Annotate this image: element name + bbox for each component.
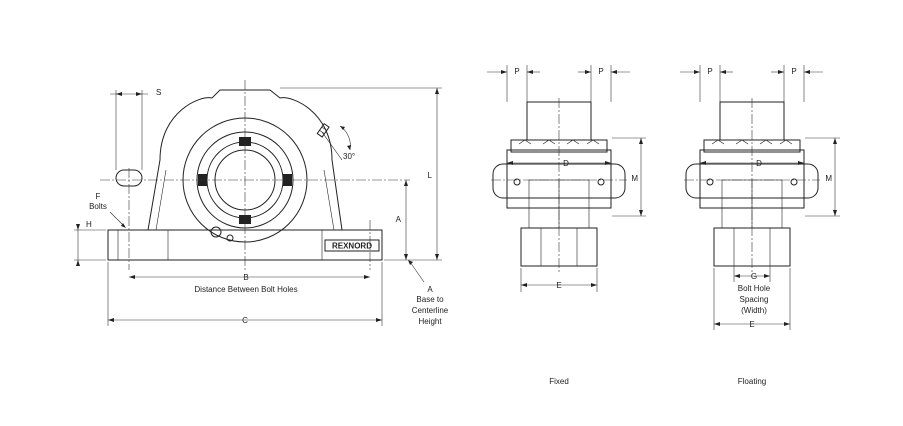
callout-line1: Base to bbox=[416, 295, 444, 304]
floating-dim-e: E bbox=[749, 320, 754, 329]
spacing-line1: Bolt Hole bbox=[738, 284, 771, 293]
dim-b-label: B bbox=[243, 273, 248, 282]
fixed-dim-d: D bbox=[563, 159, 569, 168]
left-foot-pad bbox=[117, 229, 169, 261]
front-view: REXNORD S F Bolts H 30° L bbox=[74, 80, 449, 326]
floating-dim-d: D bbox=[756, 159, 762, 168]
fixed-dim-p-right: P bbox=[598, 67, 603, 76]
dim-l-label: L bbox=[428, 171, 433, 180]
bolts-label: Bolts bbox=[89, 202, 107, 211]
dim-f-label: F bbox=[96, 192, 101, 201]
nameplate-text: REXNORD bbox=[332, 242, 372, 251]
fixed-dim-p-left: P bbox=[514, 67, 519, 76]
dim-c-label: C bbox=[242, 316, 248, 325]
floating-caption: Floating bbox=[738, 377, 766, 386]
spacing-line3: (Width) bbox=[741, 306, 767, 315]
nameplate bbox=[324, 239, 380, 252]
floating-dim-p-right: P bbox=[791, 67, 796, 76]
dim-a-label: A bbox=[396, 215, 402, 224]
fixed-view: P P D M E Fixed bbox=[487, 65, 646, 386]
floating-dim-m: M bbox=[825, 174, 832, 183]
fixed-dim-m: M bbox=[631, 174, 638, 183]
angle-label: 30° bbox=[343, 152, 355, 161]
right-foot-pad bbox=[321, 229, 383, 261]
callout-a-label: A bbox=[427, 285, 433, 294]
spacing-line2: Spacing bbox=[740, 295, 769, 304]
floating-dim-p-left: P bbox=[707, 67, 712, 76]
floating-dim-g: G bbox=[751, 272, 757, 281]
dim-h-label: H bbox=[86, 220, 92, 229]
callout-line3: Height bbox=[418, 317, 442, 326]
bolt-holes-label: Distance Between Bolt Holes bbox=[194, 285, 297, 294]
callout-line2: Centerline bbox=[412, 306, 449, 315]
fixed-dim-e: E bbox=[556, 281, 561, 290]
floating-view: P P D M G Bolt Hole Spacing (Width) E Fl… bbox=[680, 65, 840, 386]
dim-s-label: S bbox=[156, 88, 161, 97]
fixed-caption: Fixed bbox=[549, 377, 569, 386]
